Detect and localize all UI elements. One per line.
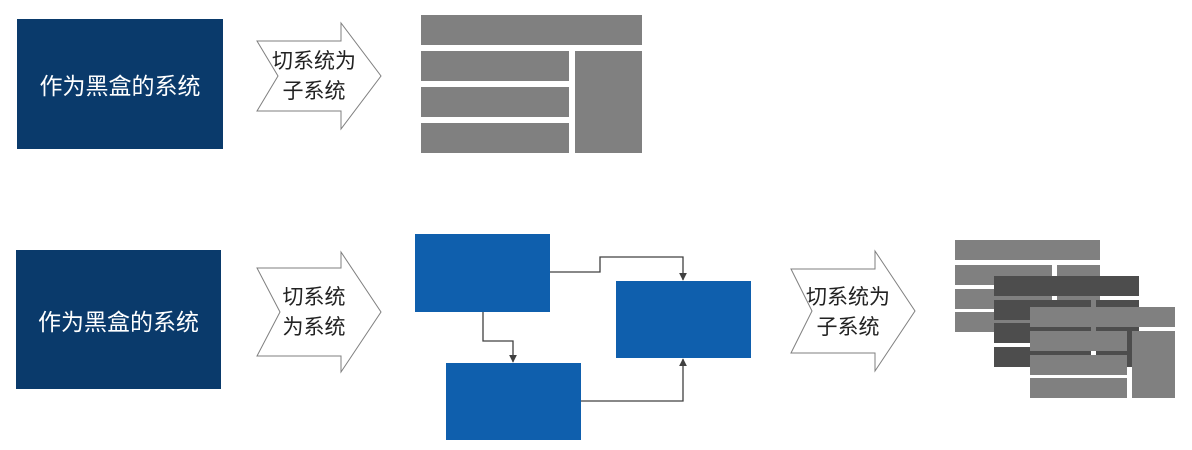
connector-system-c-to-b xyxy=(581,358,687,402)
split-arrow-bottom-1-label: 切系统 为系统 xyxy=(256,251,382,373)
split-arrow-bottom-1-line1: 切系统 xyxy=(282,285,346,309)
black-box-label-bottom: 作为黑盒的系统 xyxy=(38,309,199,336)
black-box-system-bottom: 作为黑盒的系统 xyxy=(16,250,221,389)
subsystem-row-block-3 xyxy=(421,123,569,153)
arrow-shape-icon xyxy=(256,250,382,374)
stack-middle-header xyxy=(994,276,1139,296)
subsystem-row-block-1 xyxy=(421,51,569,81)
black-box-system-top: 作为黑盒的系统 xyxy=(17,19,223,149)
black-box-label-top: 作为黑盒的系统 xyxy=(39,74,201,100)
stack-front-row-2 xyxy=(1030,355,1127,375)
stack-front-side xyxy=(1132,331,1175,398)
split-arrow-bottom-2-label: 切系统为 子系统 xyxy=(790,250,916,373)
stack-back-header xyxy=(955,240,1100,260)
subsystem-side-block xyxy=(575,51,642,153)
split-arrow-bottom-2-line1: 切系统为 xyxy=(806,284,890,309)
split-arrow-bottom-2: 切系统为 子系统 xyxy=(790,249,916,373)
arrow-shape-icon xyxy=(256,21,382,131)
system-block-c xyxy=(446,363,581,440)
split-arrow-bottom-1-line2: 为系统 xyxy=(282,315,346,339)
system-block-b xyxy=(616,281,751,358)
arrow-shape-icon xyxy=(790,249,916,373)
split-arrow-top: 切系统为 子系统 xyxy=(256,21,382,131)
stack-front-row-3 xyxy=(1030,378,1127,398)
split-arrow-bottom-2-line2: 子系统 xyxy=(816,314,880,339)
connector-system-a-to-c xyxy=(482,312,517,363)
system-block-a xyxy=(415,234,550,312)
split-arrow-top-label: 切系统为 子系统 xyxy=(256,22,382,130)
split-arrow-bottom-1: 切系统 为系统 xyxy=(256,250,382,374)
stack-front-row-1 xyxy=(1030,331,1127,351)
split-arrow-top-line2: 子系统 xyxy=(282,79,346,103)
split-arrow-top-line1: 切系统为 xyxy=(272,49,356,73)
stack-front-header xyxy=(1030,307,1175,327)
subsystem-row-block-2 xyxy=(421,87,569,117)
subsystem-header-block xyxy=(421,15,642,45)
connector-system-a-to-b xyxy=(550,256,687,281)
